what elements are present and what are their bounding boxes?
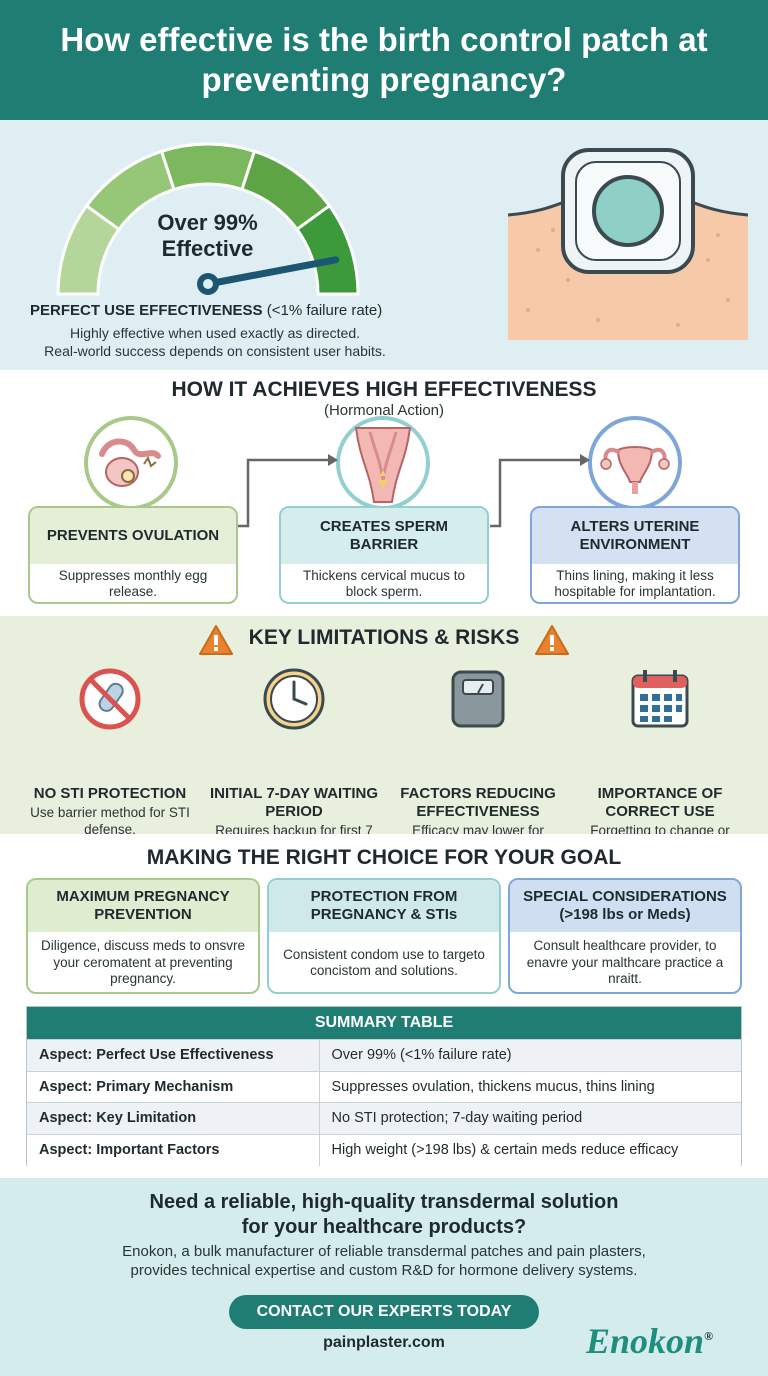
calendar-icon xyxy=(631,670,689,728)
header-banner: How effective is the birth control patch… xyxy=(0,0,768,120)
choice-card-title: MAXIMUM PREGNANCY PREVENTION xyxy=(28,880,258,932)
footer-headline-line-2: for your healthcare products? xyxy=(241,1216,527,1238)
limitation-title: INITIAL 7-DAY WAITING PERIOD xyxy=(209,785,379,820)
footer-headline-line-1: Need a reliable, high-quality transderma… xyxy=(149,1191,619,1213)
choice-card-desc: Consult healthcare provider, to enavre y… xyxy=(526,938,724,987)
choice-card-title: SPECIAL CONSIDERATIONS (>198 lbs or Meds… xyxy=(510,880,740,932)
page-title: How effective is the birth control patch… xyxy=(60,21,708,98)
table-cell-aspect: Aspect: Key Limitation xyxy=(27,1102,320,1134)
mechanism-card-title: PREVENTS OVULATION xyxy=(30,508,236,564)
connector-arrow-2 xyxy=(490,454,590,528)
table-cell-aspect: Aspect: Perfect Use Effectiveness xyxy=(27,1039,320,1071)
mechanism-card-uterine: ALTERS UTERINE ENVIRONMENT Thins lining,… xyxy=(530,506,740,604)
effectiveness-gauge xyxy=(56,142,360,296)
choice-section: MAKING THE RIGHT CHOICE FOR YOUR GOAL MA… xyxy=(0,834,768,1004)
summary-table-title: SUMMARY TABLE xyxy=(27,1007,741,1039)
no-condom-icon xyxy=(79,668,141,730)
cervix-icon xyxy=(336,416,430,510)
gauge-segment-5 xyxy=(294,203,360,296)
uterus-icon xyxy=(588,416,682,510)
mechanism-section: HOW IT ACHIEVES HIGH EFFECTIVENESS (Horm… xyxy=(0,370,768,616)
registered-mark: ® xyxy=(704,1329,714,1343)
limitation-no-sti: NO STI PROTECTION Use barrier method for… xyxy=(20,666,200,838)
description-line-2: Real-world success depends on consistent… xyxy=(44,343,386,359)
limitations-title: KEY LIMITATIONS & RISKS xyxy=(248,626,520,649)
gauge-label-line2: Effective xyxy=(161,236,254,261)
table-row: Aspect: Primary Mechanism Suppresses ovu… xyxy=(27,1070,741,1103)
clock-icon xyxy=(263,668,325,730)
website-link[interactable]: painplaster.com xyxy=(323,1334,445,1351)
table-cell-aspect: Aspect: Primary Mechanism xyxy=(27,1070,320,1103)
mechanism-card-desc: Thickens cervical mucus to block sperm. xyxy=(302,568,466,599)
choice-card-pregnancy-sti: PROTECTION FROM PREGNANCY & STIs Consist… xyxy=(267,878,501,994)
contact-experts-button[interactable]: CONTACT OUR EXPERTS TODAY xyxy=(229,1295,539,1329)
brand-logo: Enokon® xyxy=(586,1320,713,1362)
table-row: Aspect: Perfect Use Effectiveness Over 9… xyxy=(27,1039,741,1071)
footer-desc-line-1: Enokon, a bulk manufacturer of reliable … xyxy=(122,1243,646,1260)
table-row: Aspect: Key Limitation No STI protection… xyxy=(27,1102,741,1134)
gauge-label: Over 99% Effective xyxy=(120,210,295,262)
choice-card-title: PROTECTION FROM PREGNANCY & STIs xyxy=(269,880,499,932)
choice-card-desc: Consistent condom use to targeto concist… xyxy=(283,946,485,979)
warning-icon xyxy=(199,625,233,655)
summary-table: SUMMARY TABLE Aspect: Perfect Use Effect… xyxy=(26,1006,742,1166)
table-cell-value: Suppresses ovulation, thickens mucus, th… xyxy=(319,1070,741,1103)
choice-card-desc: Diligence, discuss meds to onsvre your c… xyxy=(40,938,246,987)
perfect-use-description: Highly effective when used exactly as di… xyxy=(20,324,410,360)
table-cell-value: Over 99% (<1% failure rate) xyxy=(319,1039,741,1071)
skin-patch-illustration xyxy=(508,148,748,340)
choice-card-max-prevention: MAXIMUM PREGNANCY PREVENTION Diligence, … xyxy=(26,878,260,994)
gauge-label-line1: Over 99% xyxy=(157,210,258,235)
limitation-desc: Use barrier method for STI defense. xyxy=(30,805,190,837)
warning-icon xyxy=(535,625,569,655)
perfect-use-heading: PERFECT USE EFFECTIVENESS (<1% failure r… xyxy=(30,302,430,319)
mechanism-title: HOW IT ACHIEVES HIGH EFFECTIVENESS xyxy=(171,378,597,401)
mechanism-card-ovulation: PREVENTS OVULATION Suppresses monthly eg… xyxy=(28,506,238,604)
table-row: Aspect: Important Factors High weight (>… xyxy=(27,1133,741,1166)
limitations-section: KEY LIMITATIONS & RISKS NO STI PROTECTIO… xyxy=(0,616,768,871)
mechanism-card-desc: Suppresses monthly egg release. xyxy=(58,568,208,599)
footer-desc-line-2: provides technical expertise and custom … xyxy=(130,1262,638,1279)
choice-card-special: SPECIAL CONSIDERATIONS (>198 lbs or Meds… xyxy=(508,878,742,994)
perfect-use-rate: (<1% failure rate) xyxy=(266,302,383,319)
mechanism-card-sperm-barrier: CREATES SPERM BARRIER Thickens cervical … xyxy=(279,506,489,604)
connector-arrow-1 xyxy=(238,454,338,528)
limitation-title: NO STI PROTECTION xyxy=(33,785,187,802)
limitation-title: IMPORTANCE OF CORRECT USE xyxy=(597,785,723,820)
brand-name: Enokon xyxy=(586,1321,705,1361)
summary-table-body: Aspect: Perfect Use Effectiveness Over 9… xyxy=(27,1039,741,1166)
footer-description: Enokon, a bulk manufacturer of reliable … xyxy=(40,1242,728,1280)
table-cell-aspect: Aspect: Important Factors xyxy=(27,1133,320,1166)
ovary-icon xyxy=(84,416,178,510)
footer-cta-section: Need a reliable, high-quality transderma… xyxy=(0,1178,768,1376)
mechanism-card-desc: Thins lining, making it less hospitable … xyxy=(554,568,716,599)
mechanism-card-title: CREATES SPERM BARRIER xyxy=(281,508,487,564)
footer-headline: Need a reliable, high-quality transderma… xyxy=(0,1190,768,1240)
limitation-title: FACTORS REDUCING EFFECTIVENESS xyxy=(400,785,556,820)
choice-title: MAKING THE RIGHT CHOICE FOR YOUR GOAL xyxy=(146,846,622,869)
gauge-needle xyxy=(204,256,340,288)
table-cell-value: High weight (>198 lbs) & certain meds re… xyxy=(319,1133,741,1166)
effectiveness-section: Over 99% Effective PERFECT USE EFFECTIVE… xyxy=(0,120,768,370)
perfect-use-title: PERFECT USE EFFECTIVENESS xyxy=(30,302,263,319)
scale-icon xyxy=(451,670,505,728)
description-line-1: Highly effective when used exactly as di… xyxy=(69,325,360,341)
mechanism-card-title: ALTERS UTERINE ENVIRONMENT xyxy=(532,508,738,564)
gauge-segment-3 xyxy=(159,142,257,192)
table-cell-value: No STI protection; 7-day waiting period xyxy=(319,1102,741,1134)
mechanism-subtitle: (Hormonal Action) xyxy=(323,402,445,419)
